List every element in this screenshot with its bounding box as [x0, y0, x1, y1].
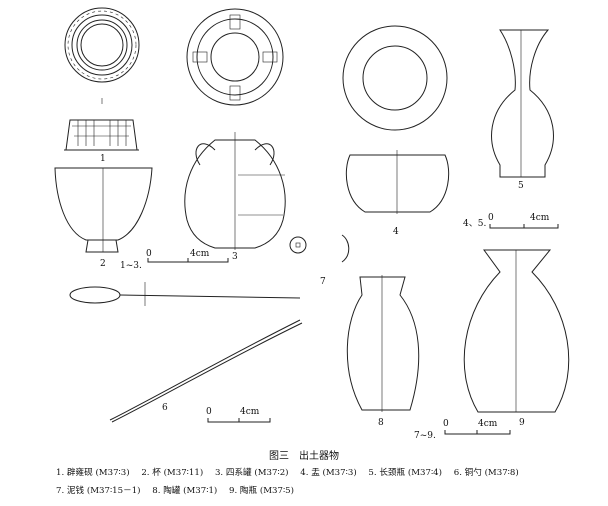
figure-label-9: 9 [519, 418, 525, 428]
svg-text:4cm: 4cm [530, 213, 550, 223]
scale-bar-6: 0 4cm [206, 407, 271, 423]
legend-item-2: 2. 杯 (M37∶11) [141, 468, 204, 478]
legend-row-1: 1. 辟雍砚 (M37∶3) 2. 杯 (M37∶11) 3. 四系罐 (M37… [56, 466, 528, 478]
clay-bottle-drawing [463, 249, 570, 413]
legend-item-7: 7. 泥钱 (M37∶15－1) [56, 486, 141, 496]
inkstone-side-view [64, 98, 139, 151]
four-lug-jar-top-view [186, 8, 284, 106]
svg-text:4、5.: 4、5. [463, 219, 486, 229]
inkstone-top-view [64, 7, 140, 83]
legend-item-6: 6. 铜勺 (M37∶8) [453, 468, 519, 478]
four-lug-jar-profile [184, 132, 286, 250]
svg-text:1~3.: 1~3. [120, 261, 142, 271]
scale-bar-4-5: 4、5. 0 4cm [463, 213, 559, 229]
long-neck-bottle-drawing [491, 29, 554, 178]
svg-text:0: 0 [206, 407, 212, 417]
legend-row-2: 7. 泥钱 (M37∶15－1) 8. 陶罐 (M37∶1) 9. 陶瓶 (M3… [56, 484, 303, 496]
bronze-spoon-drawing [69, 282, 303, 423]
bowl-profile [345, 150, 450, 214]
figure-label-6: 6 [162, 403, 168, 413]
svg-text:0: 0 [443, 419, 449, 429]
figure-label-3: 3 [232, 252, 238, 262]
clay-coin-drawing [289, 234, 350, 263]
scale-bar-7-9: 7~9. 0 4cm [414, 419, 511, 441]
figure-label-7: 7 [320, 277, 326, 287]
svg-text:4cm: 4cm [190, 249, 210, 259]
figure-label-4: 4 [393, 227, 399, 237]
artifact-drawings-plate: 1 2 3 4 5 6 7 8 9 1~3. 0 4cm 4、5. 0 4cm … [54, 7, 570, 441]
figure-label-2: 2 [100, 259, 106, 269]
scale-bar-1-3: 1~3. 0 4cm [120, 249, 229, 271]
legend-item-9: 9. 陶瓶 (M37∶5) [229, 486, 294, 496]
legend-item-5: 5. 长颈瓶 (M37∶4) [368, 468, 442, 478]
svg-text:0: 0 [488, 213, 494, 223]
figure-label-1: 1 [100, 154, 106, 164]
svg-text:4cm: 4cm [240, 407, 260, 417]
svg-text:4cm: 4cm [478, 419, 498, 429]
figure-label-8: 8 [378, 418, 384, 428]
svg-text:0: 0 [146, 249, 152, 259]
figure-caption: 图三 出土器物 [269, 451, 339, 462]
legend-item-3: 3. 四系罐 (M37∶2) [214, 468, 289, 478]
legend-item-4: 4. 盂 (M37∶3) [300, 468, 357, 478]
legend-item-8: 8. 陶罐 (M37∶1) [152, 486, 218, 496]
figure-label-5: 5 [518, 181, 524, 191]
bowl-top-view [342, 25, 448, 131]
cup-drawing [54, 167, 153, 253]
legend-item-1: 1. 辟雍砚 (M37∶3) [56, 468, 130, 478]
clay-jar-drawing [346, 275, 420, 412]
svg-text:7~9.: 7~9. [414, 431, 436, 441]
